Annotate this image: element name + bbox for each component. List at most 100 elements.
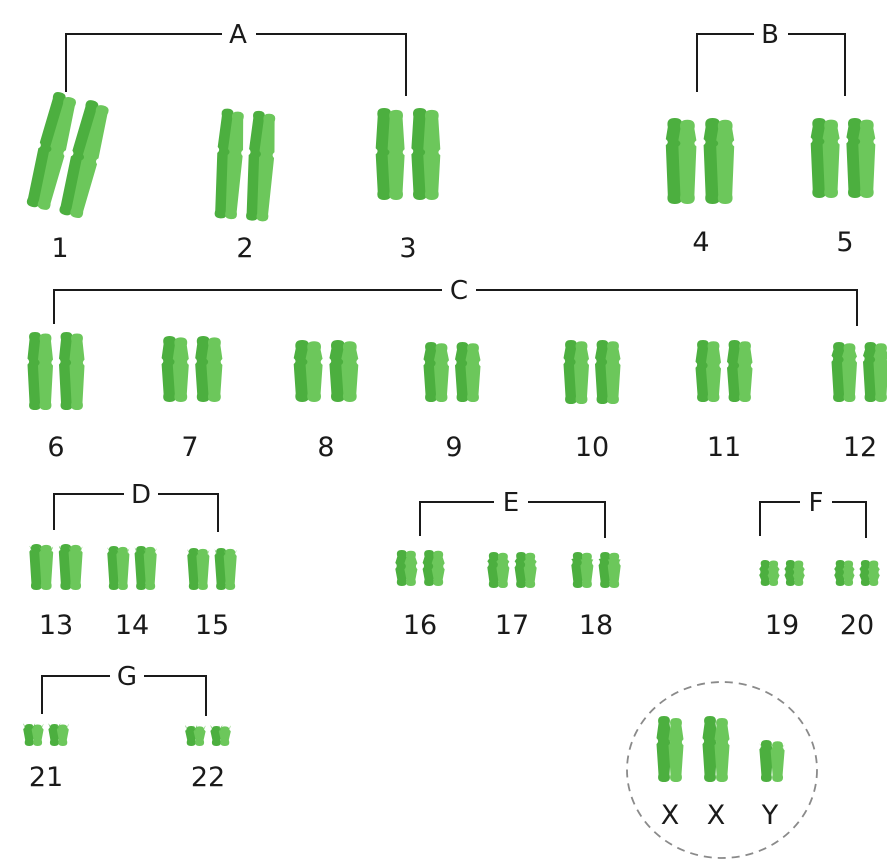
chromosome-layer: [23, 92, 887, 782]
chromosome-9-a-chromatid-2: [434, 343, 449, 402]
chromosome-1-a-chromatid-2: [37, 97, 76, 210]
chromosome-pair-15: [187, 548, 237, 590]
chromosome-7-b-chromatid-1: [195, 336, 212, 402]
chromosome-7-b-chromatid-2: [206, 337, 223, 402]
group-E-bracket: E: [419, 488, 606, 538]
chromosome-11-b-chromatid-2: [737, 341, 753, 402]
chromosome-1-b-chromatid-1: [59, 100, 99, 216]
chromosome-20-b-chromatid-1: [859, 560, 872, 586]
chromosome-18-b-chromatid-1: [598, 552, 612, 588]
group-label-D: D: [131, 480, 151, 510]
chromosome-7-a-chromatid-1: [161, 336, 178, 402]
chromosome-2-b-chromatid-1: [246, 110, 265, 221]
group-G-bracket: G: [41, 662, 207, 716]
chromosome-pair-11: [695, 340, 753, 402]
chromosome-1-b-chromatid-2: [70, 105, 109, 218]
chromosome-pair-12: [831, 342, 887, 402]
chromosome-pair-22: [185, 725, 231, 746]
group-label-G: G: [117, 662, 137, 692]
chromosome-20-a-chromatid-2: [842, 560, 855, 586]
chromosome-label-6: 6: [47, 432, 64, 463]
chromosome-pair-5: [810, 118, 876, 198]
chromosome-21-b-chromatid-2: [56, 723, 69, 746]
group-label-E: E: [503, 488, 519, 518]
chromosome-label-22: 22: [191, 762, 225, 793]
group-F-bracket: F: [759, 488, 867, 538]
sex-chromosome-label-x2: X: [707, 800, 726, 831]
chromosome-10-b-chromatid-2: [605, 341, 621, 404]
chromosome-2-a-chromatid-1: [214, 108, 234, 219]
chromosome-1-a-chromatid-1: [26, 92, 66, 208]
chromosome-pair-16: [395, 550, 445, 586]
chromosome-label-20: 20: [840, 610, 874, 641]
chromosome-label-16: 16: [403, 610, 437, 641]
chromosome-16-a-chromatid-1: [395, 550, 409, 586]
sex-chromosome-x-2: [702, 716, 730, 782]
sex-chromosome-1-chromatid-1: [656, 716, 672, 782]
chromosome-label-3: 3: [399, 233, 416, 264]
sex-chromosome-label-x1: X: [661, 800, 680, 831]
chromosome-pair-9: [423, 342, 481, 402]
chromosome-4-a-chromatid-2: [678, 119, 697, 204]
chromosome-label-12: 12: [843, 432, 877, 463]
sex-chromosome-label-y: Y: [761, 800, 779, 831]
chromosome-16-a-chromatid-2: [404, 550, 418, 586]
chromosome-14-b-chromatid-2: [143, 546, 157, 590]
chromosome-pair-19: [759, 560, 805, 586]
chromosome-label-4: 4: [692, 227, 709, 258]
sex-chromosome-y-3: [759, 740, 785, 782]
chromosome-label-2: 2: [236, 233, 253, 264]
chromosome-label-7: 7: [181, 432, 198, 463]
chromosome-19-b-chromatid-2: [792, 560, 805, 586]
chromosome-3-b-chromatid-1: [411, 108, 429, 200]
chromosome-18-b-chromatid-2: [607, 552, 621, 588]
chromosome-21-a-chromatid-2: [31, 723, 44, 746]
chromosome-4-b-chromatid-2: [716, 119, 735, 204]
chromosome-20-a-chromatid-1: [834, 560, 847, 586]
chromosome-label-17: 17: [495, 610, 529, 641]
chromosome-label-19: 19: [765, 610, 799, 641]
chromosome-label-9: 9: [445, 432, 462, 463]
chromosome-label-13: 13: [39, 610, 73, 641]
chromosome-15-a-chromatid-2: [196, 548, 210, 590]
chromosome-pair-20: [834, 560, 880, 586]
chromosome-6-b-chromatid-1: [59, 332, 74, 410]
chromosome-pair-7: [161, 336, 223, 402]
chromosome-22-a-chromatid-1: [185, 725, 198, 746]
sex-chromosome-circle: [626, 681, 818, 859]
chromosome-pair-4: [665, 118, 735, 204]
chromosome-15-b-chromatid-2: [223, 548, 237, 590]
chromosome-11-a-chromatid-2: [706, 341, 721, 402]
chromosome-2-a-chromatid-2: [225, 111, 244, 220]
chromosome-22-a-chromatid-2: [193, 725, 206, 746]
sex-chromosome-3-chromatid-1: [759, 740, 774, 782]
group-B-bracket: B: [696, 20, 846, 96]
chromosome-6-b-chromatid-2: [69, 333, 85, 410]
chromosome-6-a-chromatid-1: [27, 332, 43, 410]
sex-chromosome-2-chromatid-2: [714, 717, 730, 782]
chromosome-pair-10: [563, 340, 621, 404]
chromosome-pair-14: [107, 546, 157, 590]
group-label-C: C: [450, 276, 468, 306]
chromosome-label-15: 15: [195, 610, 229, 641]
chromosome-pair-8: [293, 340, 359, 402]
group-C-bracket: C: [53, 276, 858, 326]
chromosome-12-b-chromatid-2: [873, 343, 887, 402]
chromosome-18-a-chromatid-1: [571, 552, 585, 588]
chromosome-16-b-chromatid-1: [422, 550, 436, 586]
chromosome-label-10: 10: [575, 432, 609, 463]
chromosome-pair-18: [571, 552, 621, 588]
chromosome-17-b-chromatid-2: [523, 552, 537, 588]
chromosome-3-a-chromatid-2: [387, 109, 405, 200]
group-label-F: F: [809, 488, 824, 518]
chromosome-9-b-chromatid-2: [465, 343, 481, 402]
sex-chromosome-1-chromatid-2: [668, 717, 684, 782]
chromosome-pair-2: [214, 108, 276, 222]
chromosome-pair-17: [487, 552, 537, 588]
chromosome-8-a-chromatid-2: [305, 341, 323, 402]
chromosome-pair-21: [23, 723, 69, 746]
group-A-bracket: A: [65, 20, 407, 96]
chromosome-14-a-chromatid-2: [116, 546, 130, 590]
chromosome-label-1: 1: [51, 233, 68, 264]
chromosome-19-a-chromatid-2: [767, 560, 780, 586]
